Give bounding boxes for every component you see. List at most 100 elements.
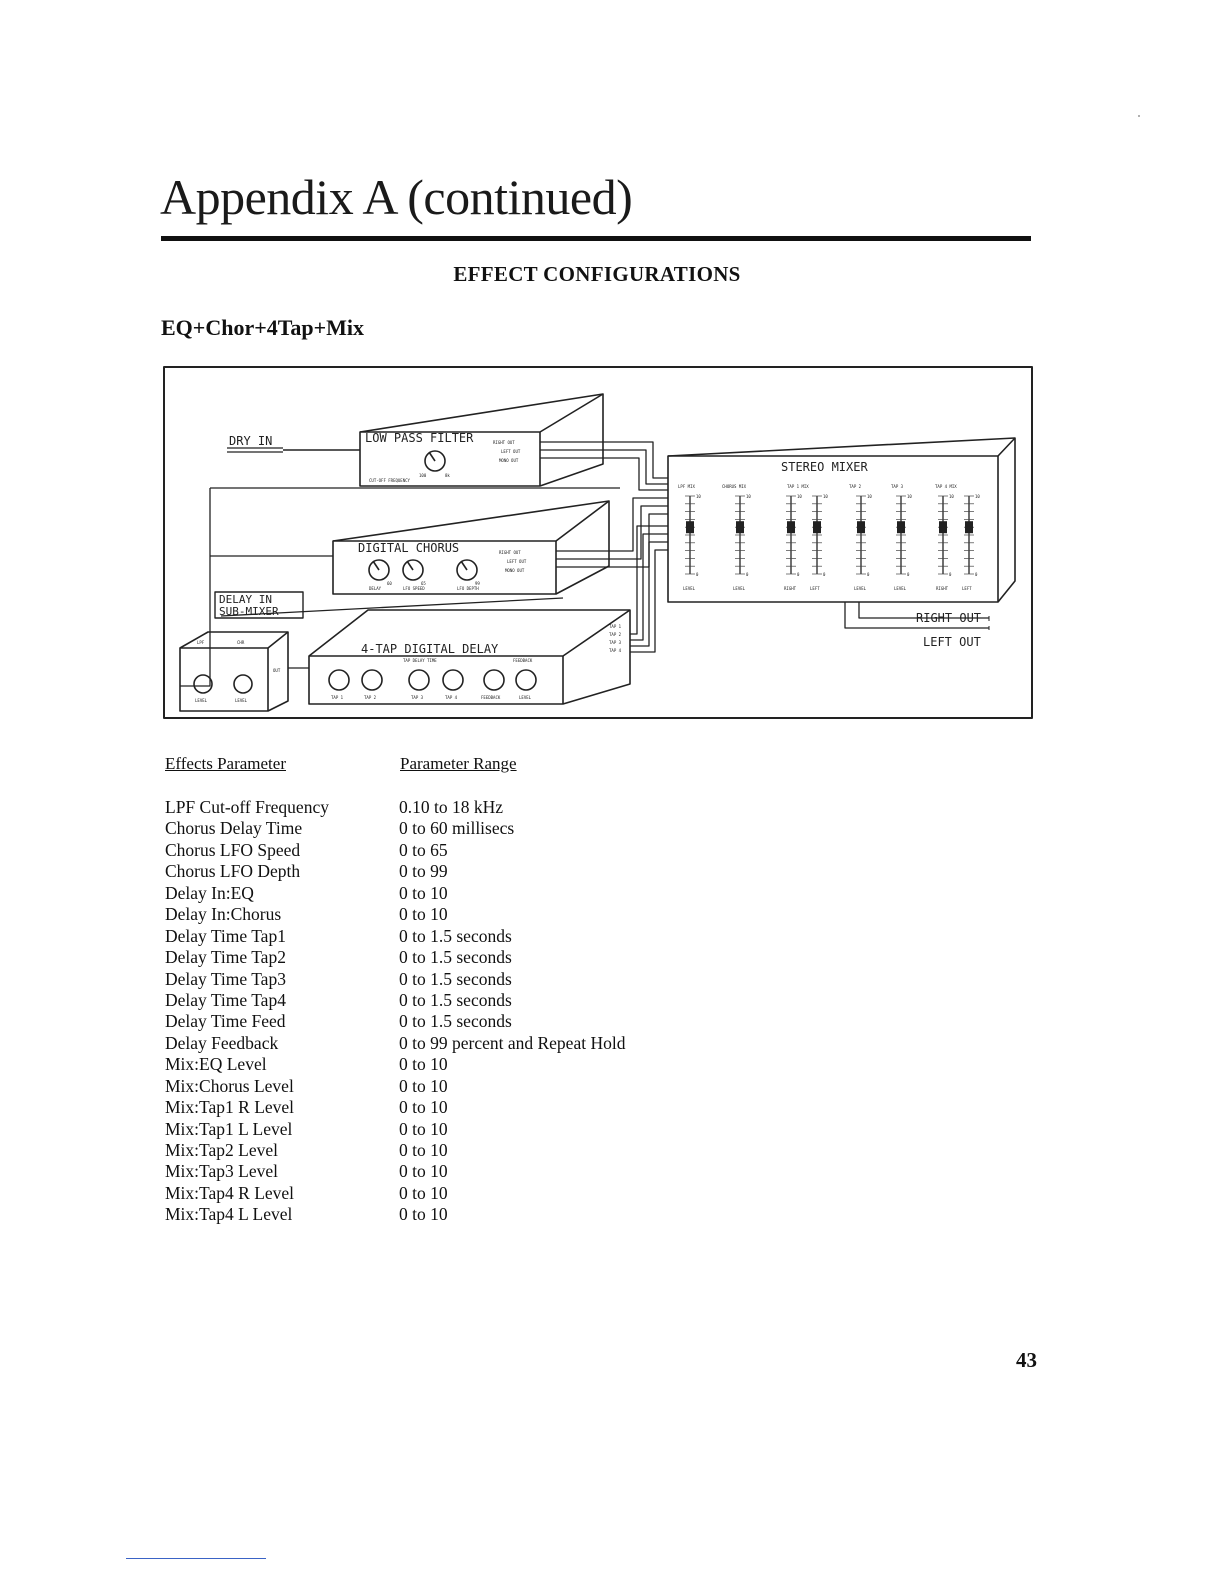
sub-mixer-module [179,591,304,712]
mixer-group-lpf: LPF MIX [678,484,695,489]
delay-tap2-knob [361,669,383,691]
lpf-title: LOW PASS FILTER [365,431,474,445]
mixer-fader-min-label: 0 [797,572,800,577]
chorus-knob-depth-max: 99 [475,581,480,586]
mixer-fader-label: LEFT [810,586,820,591]
lpf-knob-label: CUT-OFF FREQUENCY [369,478,411,483]
lpf-output-right: RIGHT OUT [493,440,515,445]
chorus-speed-knob [402,559,424,581]
chorus-knob-speed-max: 65 [421,581,426,586]
mixer-fader-min-label: 0 [907,572,910,577]
parameter-name: Delay Time Tap2 [165,947,286,968]
delay-time-label: TAP DELAY TIME [403,658,437,663]
sub-mixer-label-2: SUB-MIXER [219,605,279,618]
delay-tap-output-1: TAP 1 [609,624,622,629]
section-heading: EFFECT CONFIGURATIONS [453,262,741,286]
parameter-name: Chorus LFO Depth [165,861,301,882]
mixer-fader-knob [787,521,795,534]
mixer-fader-label: LEVEL [733,586,746,591]
mixer-fader-max-label: 10 [797,494,802,499]
delay-level-knob [515,669,537,691]
diagram-frame [163,366,1033,719]
parameter-name: Delay Time Feed [165,1011,286,1032]
lpf-output-mono: MONO OUT [499,458,519,463]
mixer-fader-knob [965,521,973,534]
mixer-fader-knob [736,521,744,534]
chorus-output-right: RIGHT OUT [499,550,521,555]
parameter-name: Delay Time Tap3 [165,968,286,989]
parameter-range: 0 to 1.5 seconds [399,989,512,1010]
delay-tap3-knob [408,669,430,691]
parameter-range: 0 to 10 [399,1182,448,1203]
mixer-fader-max-label: 10 [975,494,980,499]
mixer-fader-label: LEVEL [683,586,696,591]
mixer-fader-min-label: 0 [746,572,749,577]
parameter-range: 0 to 1.5 seconds [399,968,512,989]
parameter-range: 0 to 10 [399,1054,448,1075]
title-rule [161,236,1031,241]
parameter-range: 0 to 10 [399,1118,448,1139]
mixer-fader-label: LEVEL [894,586,907,591]
parameter-range: 0 to 1.5 seconds [399,925,512,946]
parameter-range: 0 to 10 [399,882,448,903]
parameter-range: 0 to 1.5 seconds [399,947,512,968]
stereo-mixer-module [667,437,1016,603]
parameter-name: Mix:Tap2 Level [165,1140,278,1160]
page-number: 43 [1016,1348,1037,1372]
mixer-group-tap1: TAP 1 MIX [787,484,809,489]
effect-routing-diagram: LEVEL100LEVEL100RIGHT100LEFT100LEVEL100L… [163,366,1033,719]
delay-knob-tap4: TAP 4 [445,695,458,700]
dry-in-label: DRY IN [229,434,272,448]
mixer-fader-min-label: 0 [867,572,870,577]
sub-mixer-chr-knob [233,674,253,694]
delay-knob-level: LEVEL [519,695,532,700]
sub-mixer-chr-level: LEVEL [235,698,248,703]
mixer-title: STEREO MIXER [781,460,868,474]
delay-knob-tap2: TAP 2 [364,695,377,700]
lpf-cutoff-knob [424,450,446,472]
delay-tap4-knob [442,669,464,691]
right-out-label: RIGHT OUT [916,611,981,625]
parameter-name: Delay Time Tap4 [165,989,286,1010]
parameter-name: Chorus Delay Time [165,818,303,839]
delay-feedback-label: FEEDBACK [513,658,533,663]
parameter-range: 0 to 99 [399,861,448,882]
configuration-name: EQ+Chor+4Tap+Mix [161,315,365,340]
parameter-name: Mix:EQ Level [165,1054,267,1075]
sub-mixer-lpf-knob [193,674,213,694]
chorus-knob-delay-max: 60 [387,581,392,586]
delay-title: 4-TAP DIGITAL DELAY [361,642,499,656]
delay-tap-output-2: TAP 2 [609,632,622,637]
lpf-knob-max: 8k [445,473,450,478]
chorus-output-left: LEFT OUT [507,559,527,564]
delay-tap-output-3: TAP 3 [609,640,622,645]
left-out-label: LEFT OUT [923,635,981,649]
sub-mixer-out: OUT [273,668,281,673]
delay-knob-tap3: TAP 3 [411,695,424,700]
chorus-knob-delay-label: DELAY [369,586,382,591]
chorus-depth-knob [456,559,478,581]
delay-knob-tap1: TAP 1 [331,695,344,700]
mixer-fader-knob [857,521,865,534]
mixer-fader-label: RIGHT [784,586,797,591]
parameter-range: 0 to 1.5 seconds [399,1011,512,1032]
delay-knob-feedback: FEEDBACK [481,695,501,700]
mixer-fader-max-label: 10 [696,494,701,499]
parameter-range: 0 to 10 [399,1075,448,1096]
mixer-fader-max-label: 10 [949,494,954,499]
delay-tap-output-4: TAP 4 [609,648,622,653]
parameter-range: 0 to 60 millisecs [399,818,515,839]
parameter-name: Mix:Chorus Level [165,1075,294,1096]
routing-wires [180,441,990,687]
lpf-module [359,393,604,487]
mixer-fader-knob [939,521,947,534]
parameter-range: 0.10 to 18 kHz [399,797,504,817]
parameter-range: 0 to 65 [399,839,448,860]
mixer-fader-min-label: 0 [949,572,952,577]
parameter-range: 0 to 10 [399,904,448,925]
parameter-name: LPF Cut-off Frequency [165,797,329,817]
parameter-name: Delay In:EQ [165,882,254,903]
mixer-fader-max-label: 10 [907,494,912,499]
parameter-range: 0 to 10 [399,1204,448,1225]
parameter-name: Delay Feedback [165,1032,279,1053]
